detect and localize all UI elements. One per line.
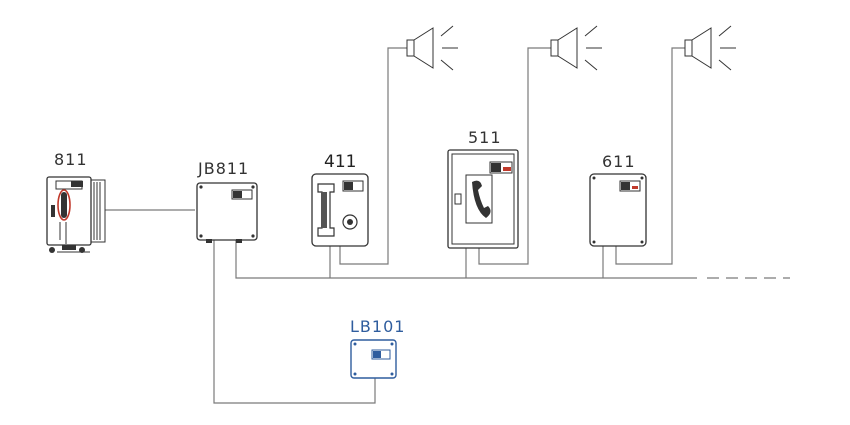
jb811-label: JB811 bbox=[197, 159, 249, 178]
wire-411-speaker bbox=[339, 47, 407, 265]
loudspeaker-icon bbox=[406, 25, 458, 71]
loudspeaker-icon bbox=[684, 25, 736, 71]
device-611: 611 bbox=[589, 152, 647, 247]
wiring bbox=[105, 47, 790, 404]
telephone-handset-icon bbox=[472, 180, 491, 218]
wire-611-speaker bbox=[615, 47, 685, 265]
device-611-label: 611 bbox=[602, 152, 636, 171]
device-511-label: 511 bbox=[468, 128, 502, 147]
device-lb101: LB101 bbox=[350, 317, 405, 379]
wire-jb811-bus bbox=[235, 240, 697, 279]
lb101-label: LB101 bbox=[350, 317, 405, 336]
junction-box-jb811: JB811 bbox=[196, 159, 258, 243]
device-811: 811 bbox=[46, 150, 106, 253]
loudspeaker-icon bbox=[550, 25, 602, 71]
device-511: 511 bbox=[447, 128, 519, 249]
wire-511-speaker bbox=[478, 47, 551, 265]
warning-label-icon bbox=[71, 181, 83, 187]
device-411: 411 bbox=[311, 152, 369, 247]
telephone-handset-icon bbox=[57, 189, 71, 221]
device-411-label: 411 bbox=[324, 152, 356, 172]
wire-jb811-lb101 bbox=[213, 240, 376, 404]
device-811-label: 811 bbox=[54, 150, 88, 169]
